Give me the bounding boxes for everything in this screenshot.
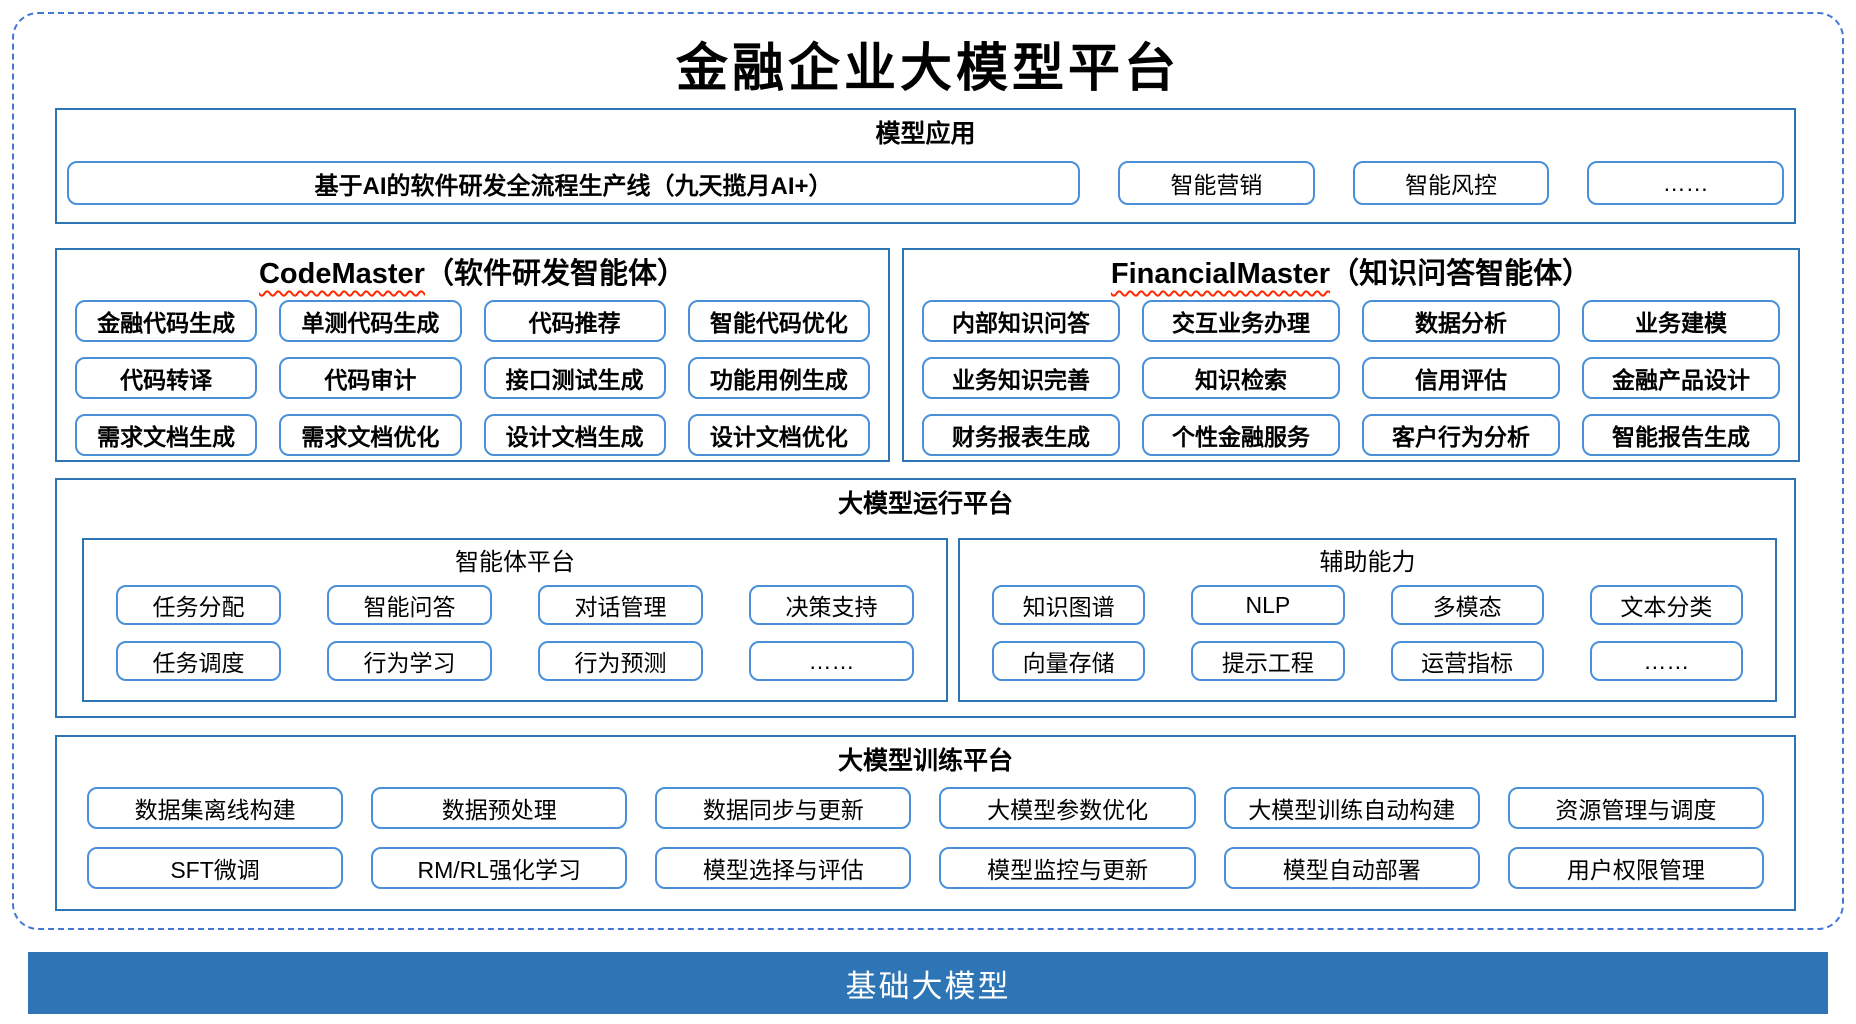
financialmaster-title: FinancialMaster（知识问答智能体） [904,256,1798,292]
capability-item: 信用评估 [1362,357,1560,399]
runtime-item: 行为学习 [327,641,492,681]
capability-item: 内部知识问答 [922,300,1120,342]
capability-item: 个性金融服务 [1142,414,1340,456]
runtime-item-ellipsis: …… [1589,641,1743,681]
runtime-item: 运营指标 [1390,641,1544,681]
aux-capability-title: 辅助能力 [1319,549,1416,576]
capability-item: 代码转译 [75,357,258,399]
outer-dashed-border [12,12,1844,930]
section-training-platform: 大模型训练平台 数据集离线构建 数据预处理 数据同步与更新 大模型参数优化 大模… [55,735,1796,911]
runtime-item: 任务分配 [116,585,281,625]
training-item: 数据同步与更新 [655,787,912,829]
capability-item: 代码推荐 [483,300,666,342]
aux-capability-grid: 知识图谱 NLP 多模态 文本分类 向量存储 提示工程 运营指标 …… [960,577,1775,681]
runtime-item: 文本分类 [1589,585,1743,625]
runtime-item: 向量存储 [992,641,1146,681]
section-header-model-application: 模型应用 [875,120,976,148]
training-item: 模型自动部署 [1223,847,1480,889]
runtime-item: 任务调度 [116,641,281,681]
training-item: 模型监控与更新 [939,847,1196,889]
app-item: 智能风控 [1352,161,1550,205]
capability-item: 智能报告生成 [1582,414,1780,456]
runtime-item: NLP [1191,585,1345,625]
foundation-model-bar: 基础大模型 [28,952,1828,1014]
foundation-model-label: 基础大模型 [845,968,1011,1004]
training-item: 资源管理与调度 [1507,787,1764,829]
runtime-item: 智能问答 [327,585,492,625]
capability-item: 金融代码生成 [75,300,258,342]
codemaster-title: CodeMaster（软件研发智能体） [57,256,888,292]
capability-item: 业务建模 [1582,300,1780,342]
capability-item: 代码审计 [279,357,462,399]
training-item: 数据预处理 [371,787,628,829]
agent-platform-title: 智能体平台 [455,549,575,576]
panel-codemaster: CodeMaster（软件研发智能体） 金融代码生成 单测代码生成 代码推荐 智… [55,248,890,462]
training-item: SFT微调 [87,847,344,889]
training-item: 用户权限管理 [1507,847,1764,889]
capability-item: 数据分析 [1362,300,1560,342]
capability-item: 金融产品设计 [1582,357,1780,399]
capability-item: 知识检索 [1142,357,1340,399]
financialmaster-grid: 内部知识问答 交互业务办理 数据分析 业务建模 业务知识完善 知识检索 信用评估… [904,292,1798,456]
section-header-runtime: 大模型运行平台 [837,490,1013,518]
training-item: 模型选择与评估 [655,847,912,889]
section-model-application: 模型应用 基于AI的软件研发全流程生产线（九天揽月AI+） 智能营销 智能风控 … [55,108,1796,224]
financialmaster-title-en: FinancialMaster [1110,258,1331,290]
codemaster-title-en: CodeMaster [258,258,425,290]
section-runtime-platform: 大模型运行平台 智能体平台 任务分配 智能问答 对话管理 决策支持 任务调度 行… [55,478,1796,718]
training-grid: 数据集离线构建 数据预处理 数据同步与更新 大模型参数优化 大模型训练自动构建 … [57,776,1794,889]
codemaster-grid: 金融代码生成 单测代码生成 代码推荐 智能代码优化 代码转译 代码审计 接口测试… [57,292,888,456]
codemaster-title-zh: （软件研发智能体） [424,258,686,290]
training-item: 数据集离线构建 [87,787,344,829]
runtime-item: 决策支持 [749,585,914,625]
capability-item: 设计文档优化 [687,414,870,456]
capability-item: 财务报表生成 [922,414,1120,456]
app-item: 智能营销 [1118,161,1315,205]
capability-item: 功能用例生成 [687,357,870,399]
runtime-item: 知识图谱 [992,585,1146,625]
capability-item: 需求文档优化 [279,414,462,456]
runtime-item-ellipsis: …… [749,641,914,681]
capability-item: 业务知识完善 [922,357,1120,399]
training-item: 大模型训练自动构建 [1223,787,1480,829]
capability-item: 接口测试生成 [483,357,666,399]
capability-item: 智能代码优化 [687,300,870,342]
panel-aux-capability: 辅助能力 知识图谱 NLP 多模态 文本分类 向量存储 提示工程 运营指标 …… [958,538,1777,702]
runtime-item: 多模态 [1390,585,1544,625]
agent-platform-grid: 任务分配 智能问答 对话管理 决策支持 任务调度 行为学习 行为预测 …… [84,577,946,681]
section-header-training: 大模型训练平台 [837,747,1013,775]
capability-item: 设计文档生成 [483,414,666,456]
training-item: RM/RL强化学习 [371,847,628,889]
capability-item: 单测代码生成 [279,300,462,342]
panel-financialmaster: FinancialMaster（知识问答智能体） 内部知识问答 交互业务办理 数… [902,248,1800,462]
runtime-item: 对话管理 [538,585,703,625]
capability-item: 交互业务办理 [1142,300,1340,342]
panel-agent-platform: 智能体平台 任务分配 智能问答 对话管理 决策支持 任务调度 行为学习 行为预测… [82,538,948,702]
capability-item: 需求文档生成 [75,414,258,456]
model-application-row: 基于AI的软件研发全流程生产线（九天揽月AI+） 智能营销 智能风控 …… [67,161,1784,205]
financialmaster-title-zh: （知识问答智能体） [1330,258,1592,290]
page-title: 金融企业大模型平台 [675,38,1180,99]
training-item: 大模型参数优化 [939,787,1196,829]
capability-item: 客户行为分析 [1362,414,1560,456]
app-item-ellipsis: …… [1587,161,1784,205]
runtime-item: 行为预测 [538,641,703,681]
runtime-item: 提示工程 [1191,641,1345,681]
ai-pipeline-box: 基于AI的软件研发全流程生产线（九天揽月AI+） [67,161,1081,205]
